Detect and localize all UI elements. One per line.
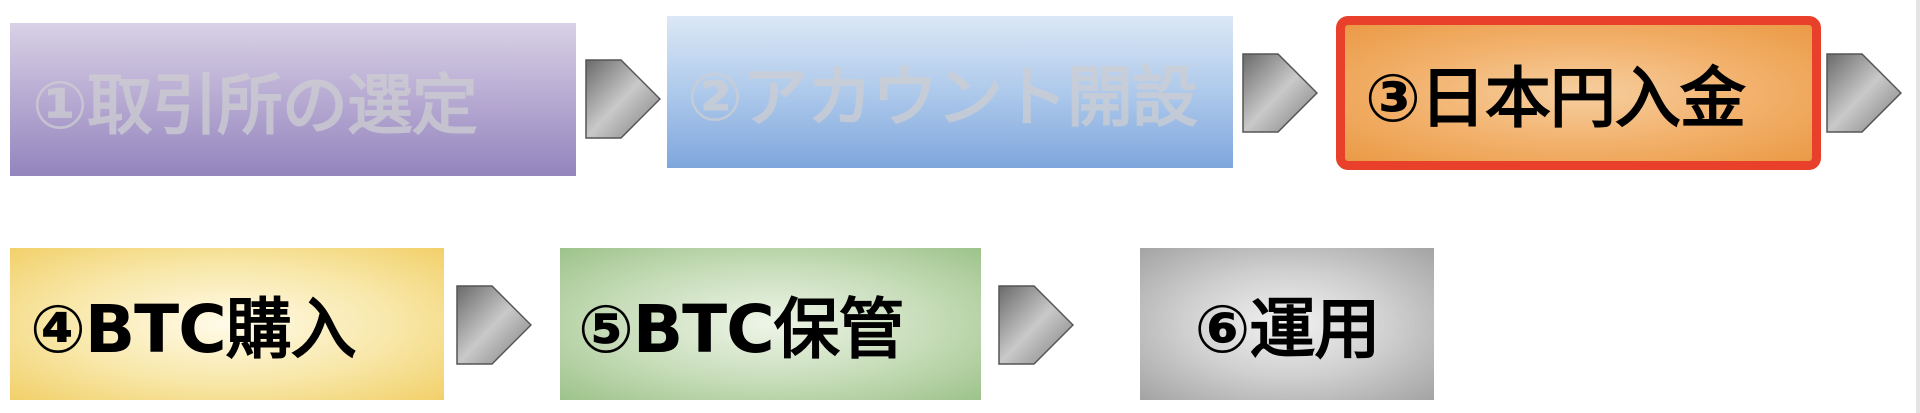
step-buy-btc: ④BTC購入 (10, 248, 444, 400)
arrow-right-icon (456, 285, 532, 365)
step-open-account: ②アカウント開設 (667, 16, 1233, 168)
arrow-right-icon (1242, 53, 1318, 133)
step-label: ①取引所の選定 (32, 66, 478, 144)
step-label: ⑥運用 (1194, 291, 1381, 368)
arrow-right-icon (585, 59, 661, 139)
step-operate: ⑥運用 (1140, 248, 1434, 400)
edge-divider (1916, 0, 1920, 413)
step-label: ④BTC購入 (30, 291, 357, 368)
step-store-btc: ⑤BTC保管 (560, 248, 981, 400)
arrow-right-icon (1826, 53, 1902, 133)
step-deposit-yen-current: ③日本円入金 (1336, 16, 1821, 170)
step-label: ⑤BTC保管 (578, 291, 905, 368)
step-label: ②アカウント開設 (687, 59, 1198, 136)
step-label: ③日本円入金 (1365, 60, 1746, 137)
step-select-exchange: ①取引所の選定 (10, 23, 576, 176)
arrow-right-icon (998, 285, 1074, 365)
